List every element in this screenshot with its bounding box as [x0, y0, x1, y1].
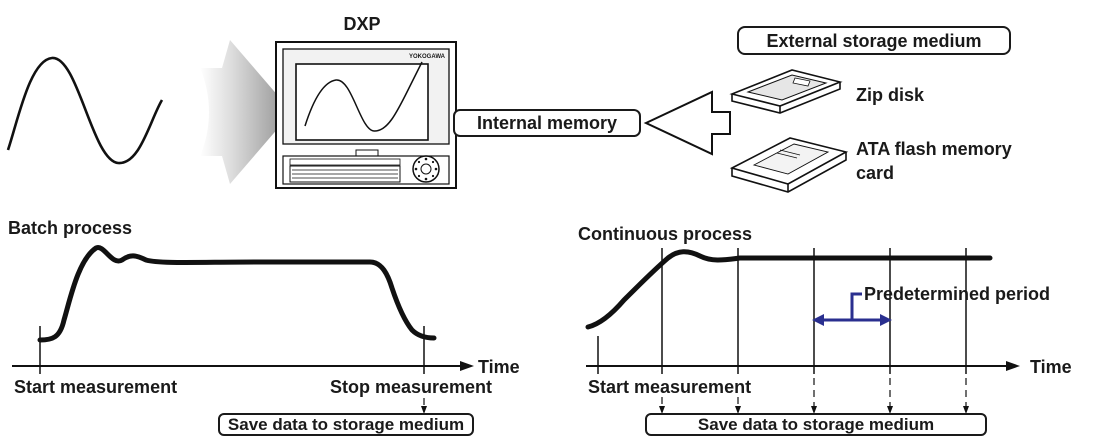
- input-signal-wave: [6, 56, 164, 165]
- continuous-save-arrowhead-1: [659, 406, 665, 414]
- batch-save-arrowhead: [421, 406, 427, 414]
- continuous-save-arrowhead-4: [887, 406, 893, 414]
- continuous-save-box: [645, 413, 987, 436]
- continuous-time-axis-arrowhead: [1006, 361, 1020, 371]
- continuous-process-title: Continuous process: [578, 224, 752, 244]
- ata-card-label-line1: ATA flash memory: [856, 139, 1012, 159]
- signal-flow-arrow: [200, 40, 292, 184]
- zip-disk-icon: [729, 69, 843, 114]
- batch-start-label: Start measurement: [14, 377, 177, 397]
- predetermined-period-indicator: [812, 292, 892, 326]
- device-title: DXP: [343, 14, 380, 34]
- ata-flash-card-icon: [729, 137, 849, 193]
- batch-save-box: [218, 413, 474, 436]
- batch-process-title: Batch process: [8, 218, 132, 238]
- continuous-save-arrowhead-5: [963, 406, 969, 414]
- batch-time-axis-arrowhead: [460, 361, 474, 371]
- continuous-start-label: Start measurement: [588, 377, 751, 397]
- internal-memory-label: Internal memory: [477, 113, 617, 133]
- external-storage-label: External storage medium: [766, 31, 981, 51]
- continuous-time-label: Time: [1030, 357, 1072, 377]
- continuous-save-arrowhead-3: [811, 406, 817, 414]
- continuous-save-arrowhead-2: [735, 406, 741, 414]
- batch-save-label: Save data to storage medium: [228, 415, 464, 434]
- ata-card-label-line2: card: [856, 163, 894, 183]
- screen-waveform: [304, 61, 423, 132]
- device-brand: YOKOGAWA: [409, 54, 446, 60]
- continuous-save-label: Save data to storage medium: [698, 415, 934, 434]
- external-storage-box: [737, 26, 1011, 55]
- dxp-recorder-device: YOKOGAWA: [275, 41, 457, 189]
- batch-time-label: Time: [478, 357, 520, 377]
- batch-stop-label: Stop measurement: [330, 377, 492, 397]
- zip-disk-label: Zip disk: [856, 85, 925, 105]
- continuous-process-curve: [585, 249, 993, 330]
- batch-process-curve: [37, 245, 437, 343]
- save-transfer-arrow: [643, 90, 731, 156]
- predetermined-period-label: Predetermined period: [864, 284, 1050, 304]
- internal-memory-box: [453, 109, 641, 137]
